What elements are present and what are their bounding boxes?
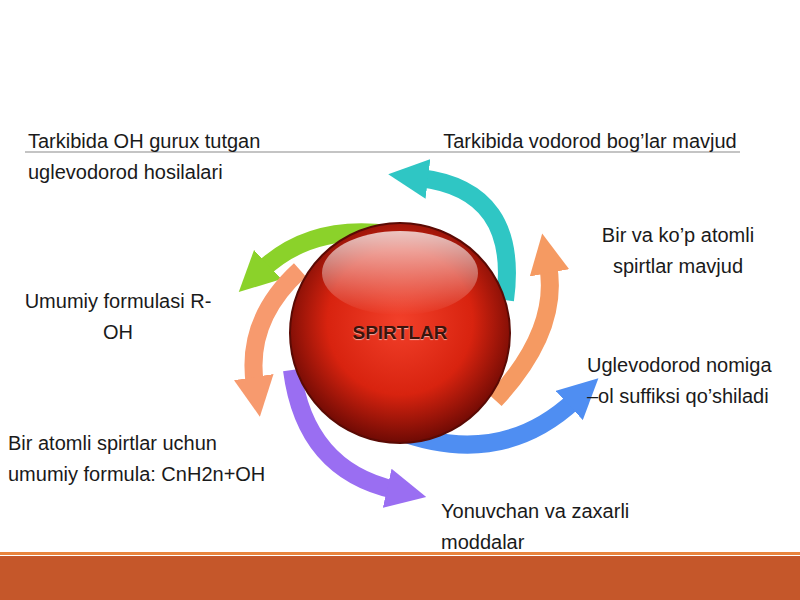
- property-label: Bir atomli spirtlar uchun umumiy formula…: [8, 428, 280, 490]
- footer-band: [0, 556, 800, 600]
- property-label: Bir va ko’p atomli spirtlar mavjud: [578, 220, 778, 282]
- property-label: Uglevodorod nomiga –ol suffiksi qo’shila…: [587, 350, 772, 412]
- property-label: Tarkibida OH gurux tutgan uglevodorod ho…: [28, 126, 358, 188]
- footer-line: [0, 552, 800, 555]
- property-label: Umumiy formulasi R-OH: [18, 286, 218, 348]
- sphere-gloss: [322, 231, 478, 315]
- node-title: SPIRTLAR: [288, 322, 512, 344]
- property-label: Yonuvchan va zaxarli moddalar: [441, 496, 681, 558]
- property-label: Tarkibida vodorod bog’lar mavjud: [440, 126, 740, 157]
- central-sphere: SPIRTLAR: [288, 221, 512, 445]
